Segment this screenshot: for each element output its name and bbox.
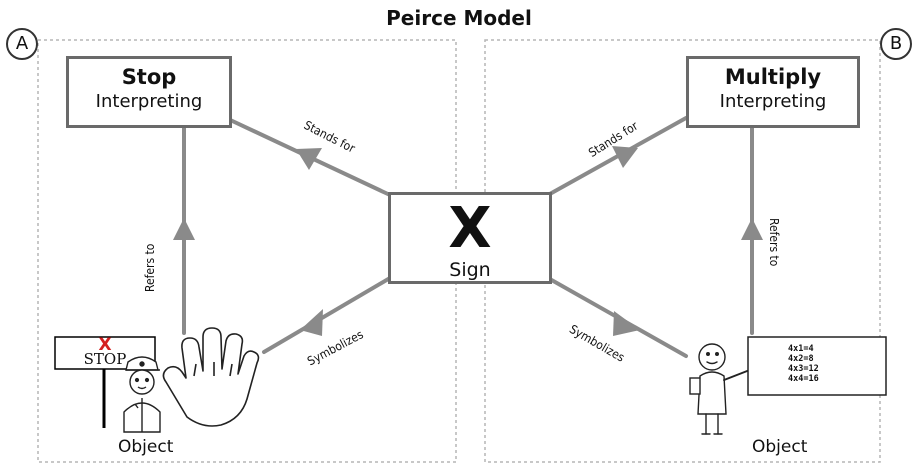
interpretant-box-a: Stop Interpreting bbox=[66, 56, 232, 128]
interpretant-a-title: Stop bbox=[121, 65, 177, 89]
panel-a-badge: A bbox=[6, 28, 38, 60]
panel-b-badge: B bbox=[880, 28, 912, 60]
sign-box: X Sign bbox=[388, 192, 552, 284]
hand-stop-icon bbox=[162, 327, 260, 427]
arrow-b-stands-for bbox=[612, 146, 638, 168]
label-b-refers-to: Refers to bbox=[767, 218, 781, 267]
interpretant-b-title: Multiply bbox=[724, 65, 822, 89]
police-officer-icon bbox=[123, 356, 161, 433]
blackboard-icon bbox=[747, 336, 887, 396]
board-line: 4x1=4 bbox=[788, 344, 814, 354]
arrow-a-symbolizes bbox=[300, 309, 323, 336]
board-line: 4x2=8 bbox=[788, 354, 814, 364]
object-caption-a: Object bbox=[118, 437, 174, 457]
stop-sign-mark: X bbox=[98, 335, 112, 355]
teacher-icon bbox=[689, 343, 761, 435]
arrow-b-symbolizes bbox=[613, 311, 640, 336]
diagram-title: Peirce Model bbox=[386, 6, 532, 30]
sign-symbol: X bbox=[448, 196, 492, 261]
arrow-a-stands-for bbox=[296, 148, 322, 170]
board-equations: 4x1=4 4x2=8 4x3=12 4x4=16 bbox=[788, 344, 819, 384]
label-a-refers-to: Refers to bbox=[143, 243, 157, 292]
stop-sign-text: STOP bbox=[83, 350, 127, 368]
edge-b-stands-for bbox=[546, 116, 688, 197]
edge-a-symbolizes bbox=[262, 276, 392, 354]
arrow-b-refers-to bbox=[741, 218, 763, 240]
object-caption-b: Object bbox=[752, 437, 808, 457]
sign-label: Sign bbox=[449, 259, 491, 281]
board-line: 4x3=12 bbox=[788, 364, 819, 374]
board-line: 4x4=16 bbox=[788, 374, 819, 384]
arrow-a-refers-to bbox=[173, 218, 195, 240]
interpretant-a-subtitle: Interpreting bbox=[95, 91, 203, 112]
interpretant-b-subtitle: Interpreting bbox=[719, 91, 827, 112]
interpretant-box-b: Multiply Interpreting bbox=[686, 56, 860, 128]
